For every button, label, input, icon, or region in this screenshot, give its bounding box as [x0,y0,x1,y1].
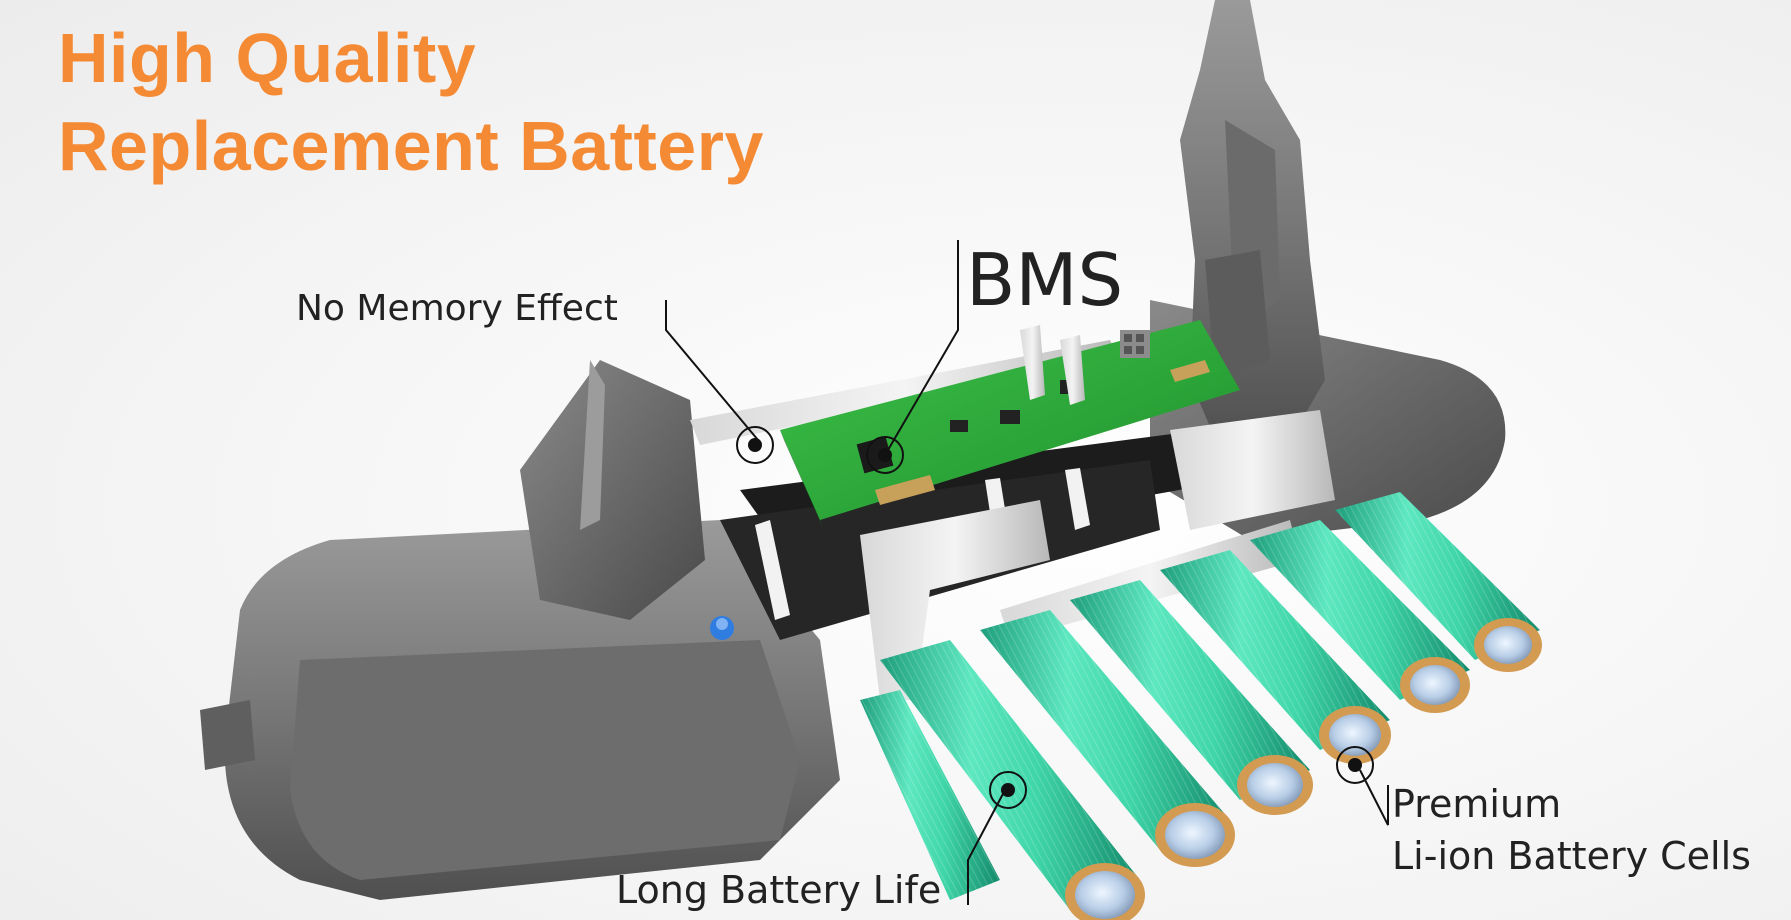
left-housing [200,360,840,900]
callout-markers [736,426,1374,809]
callout-premium-cells-line-1: Premium [1392,782,1562,826]
callout-bms: BMS [966,238,1124,322]
callout-no-memory-effect: No Memory Effect [296,288,618,329]
nickel-strips [690,340,1335,700]
lithium-cells [860,492,1542,920]
headline-line-1: High Quality [58,19,477,97]
callout-leaders [665,240,1389,905]
headline: High Quality Replacement Battery [58,14,764,190]
headline-line-2: Replacement Battery [58,107,764,185]
callout-premium-cells-line-2: Li-ion Battery Cells [1392,834,1751,878]
callout-long-battery-life: Long Battery Life [616,868,942,912]
callout-premium-cells: Premium Li-ion Battery Cells [1392,778,1751,882]
